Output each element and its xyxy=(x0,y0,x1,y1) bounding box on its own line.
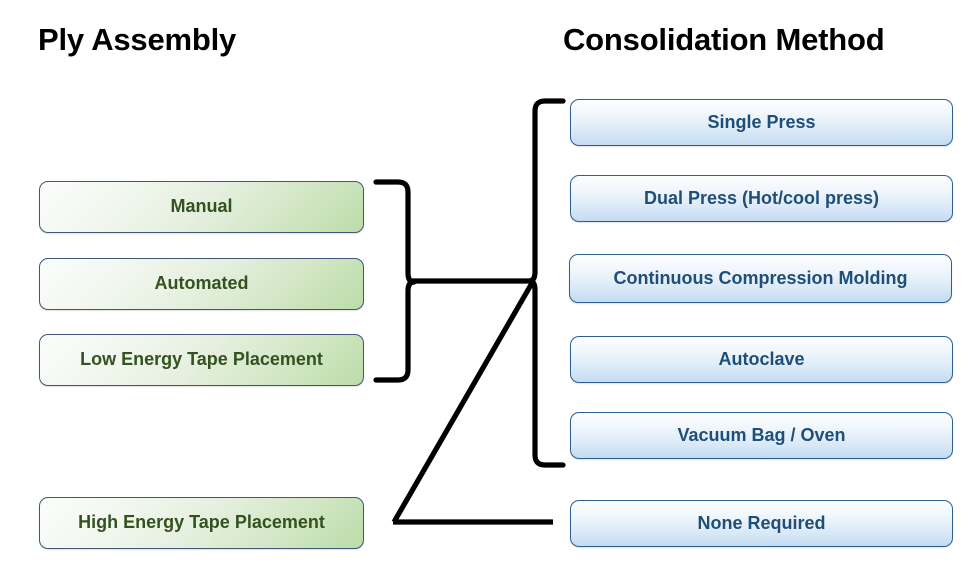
column-heading-ply-assembly: Ply Assembly xyxy=(38,22,237,57)
node-vacuum-bag-oven[interactable]: Vacuum Bag / Oven xyxy=(570,412,953,459)
node-label: Dual Press (Hot/cool press) xyxy=(643,187,880,208)
node-autoclave[interactable]: Autoclave xyxy=(570,336,953,383)
node-manual[interactable]: Manual xyxy=(39,181,364,233)
node-label: High Energy Tape Placement xyxy=(78,512,325,533)
node-label: Low Energy Tape Placement xyxy=(80,349,323,370)
arrow-high-energy-to-group xyxy=(391,281,535,524)
group-brace-right xyxy=(526,98,566,468)
node-label: Vacuum Bag / Oven xyxy=(677,424,846,445)
node-none-required[interactable]: None Required xyxy=(570,500,953,547)
node-label: Continuous Compression Molding xyxy=(613,267,908,288)
node-low-energy-tape-placement[interactable]: Low Energy Tape Placement xyxy=(39,334,364,386)
node-label: None Required xyxy=(697,512,826,533)
node-label: Single Press xyxy=(707,111,816,132)
node-dual-press[interactable]: Dual Press (Hot/cool press) xyxy=(570,175,953,222)
node-label: Autoclave xyxy=(718,348,805,369)
node-label: Manual xyxy=(170,196,233,217)
node-high-energy-tape-placement[interactable]: High Energy Tape Placement xyxy=(39,497,364,549)
node-label: Automated xyxy=(154,273,249,294)
node-continuous-compression-molding[interactable]: Continuous Compression Molding xyxy=(569,254,952,303)
node-single-press[interactable]: Single Press xyxy=(570,99,953,146)
group-brace-left xyxy=(373,179,417,383)
node-automated[interactable]: Automated xyxy=(39,258,364,310)
column-heading-consolidation-method: Consolidation Method xyxy=(563,22,885,57)
